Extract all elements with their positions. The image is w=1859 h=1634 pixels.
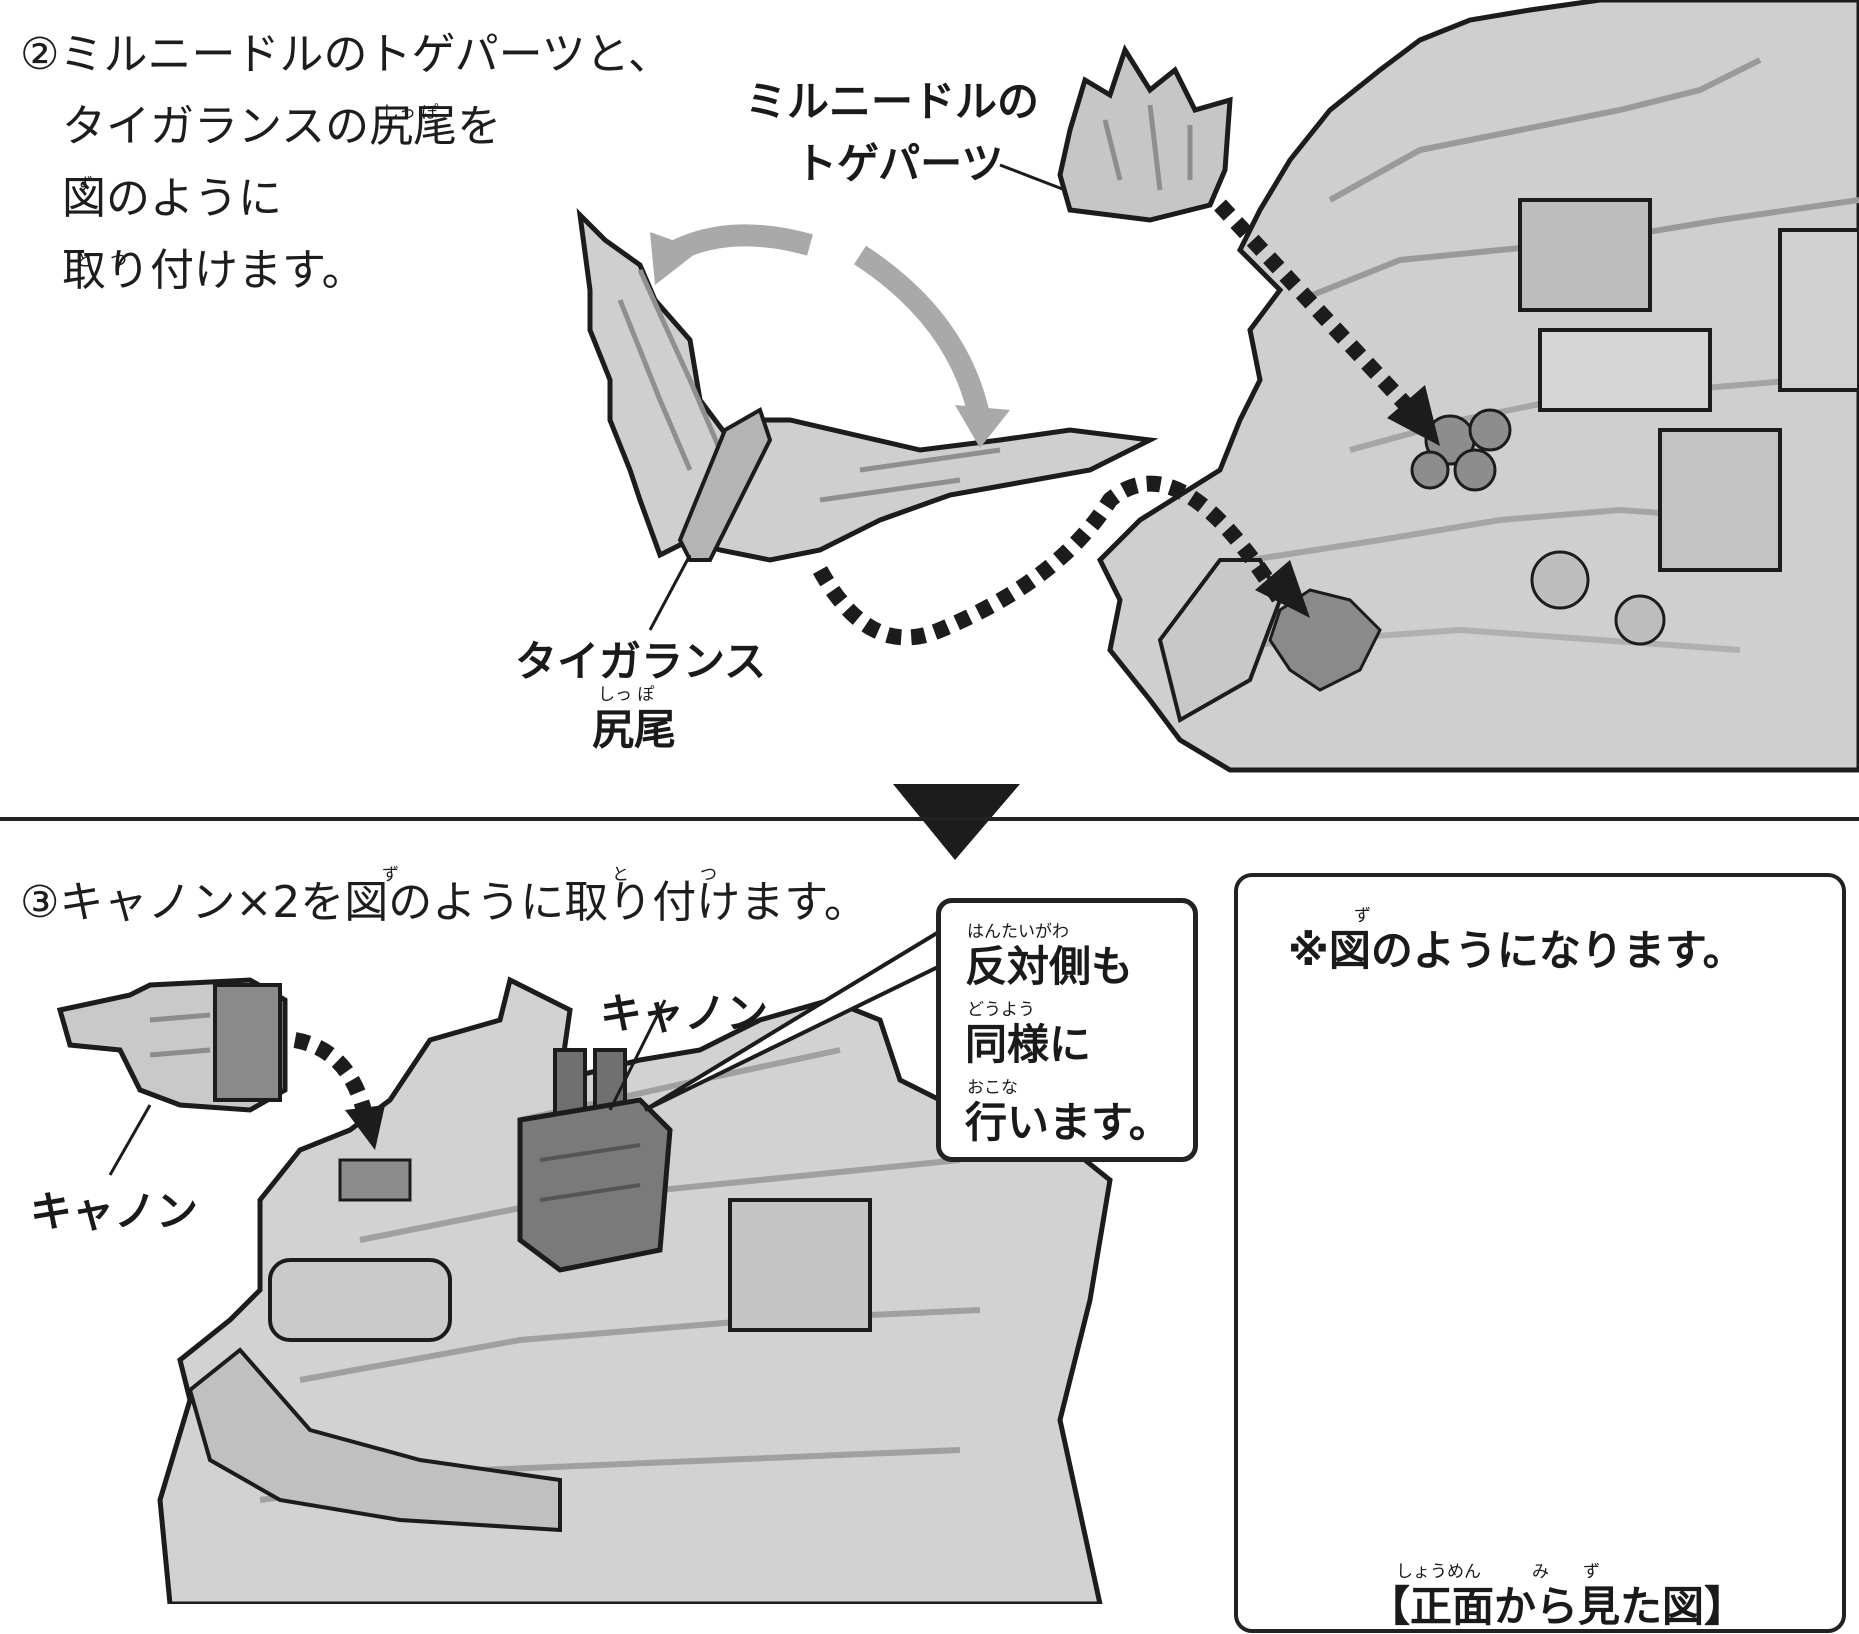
step2-instruction: ②ミルニードルのトゲパーツと、 しっ ぽ タイガランスの尻尾を ず 図のように … xyxy=(20,24,672,302)
label-tiga-lance-line1: タイガランス xyxy=(515,637,767,686)
note-caption-ruby: しょうめん み ず xyxy=(1396,1562,1600,1582)
dotted-arrow-spike xyxy=(1214,199,1426,426)
bubble-ruby-3: おこな xyxy=(967,1078,1018,1098)
step3-ruby-zu: ず xyxy=(382,865,399,885)
section-divider xyxy=(0,817,1859,821)
rotation-arrow-lower xyxy=(854,245,991,423)
step2-line4: 取り付けます。 xyxy=(62,245,366,296)
bubble-ruby-1: はんたいがわ xyxy=(967,922,1069,942)
step3-ruby-to: と xyxy=(612,865,629,885)
step2-ruby-zu: ず xyxy=(76,175,93,195)
tiga-lance-tail-part xyxy=(576,208,1159,631)
label-mil-needle-line1: ミルニードルの xyxy=(745,77,1040,126)
mil-needle-spike-part xyxy=(999,44,1233,223)
label-tiga-lance-line2: 尻尾 xyxy=(592,705,677,754)
note-ruby-zu: ず xyxy=(1354,906,1371,926)
loose-cannon-part xyxy=(56,977,288,1176)
step3-ruby-tsu: つ xyxy=(700,865,717,885)
label-cannon-left: キャノン xyxy=(30,1187,199,1236)
note-text: ※図のようになります。 xyxy=(1288,926,1745,975)
attach-point-pegs xyxy=(1410,408,1512,492)
bubble-line2: 同様に xyxy=(965,1020,1092,1069)
label-cannon-top: キャノン xyxy=(600,989,769,1038)
step2-ruby-totsu: と つ xyxy=(76,251,127,271)
result-note-box: ず ※図のようになります。 しょうめん み ず 【正面から見た図】 xyxy=(1234,873,1846,1633)
speech-bubble: はんたいがわ 反対側も どうよう 同様に おこな 行います。 xyxy=(936,898,1198,1162)
step3-instruction: ③キャノン×2を図のように取り付けます。 xyxy=(20,877,868,928)
label-tiga-ruby: しっ ぽ xyxy=(598,685,655,705)
bubble-ruby-2: どうよう xyxy=(967,1000,1035,1020)
bubble-line3: 行います。 xyxy=(965,1098,1171,1147)
dotted-arrow-tail xyxy=(813,475,1287,646)
step2-line1: ②ミルニードルのトゲパーツと、 xyxy=(20,29,672,80)
label-mil-needle-line2: トゲパーツ xyxy=(795,139,1004,188)
step2-ruby-shippo: しっ ぽ xyxy=(382,103,439,123)
step2-line2: タイガランスの尻尾を xyxy=(62,101,502,152)
bubble-line1: 反対側も xyxy=(965,942,1134,991)
next-step-triangle xyxy=(893,784,1020,860)
dotted-arrow-cannon xyxy=(293,1032,373,1117)
step2-line3: 図のように xyxy=(62,173,282,224)
